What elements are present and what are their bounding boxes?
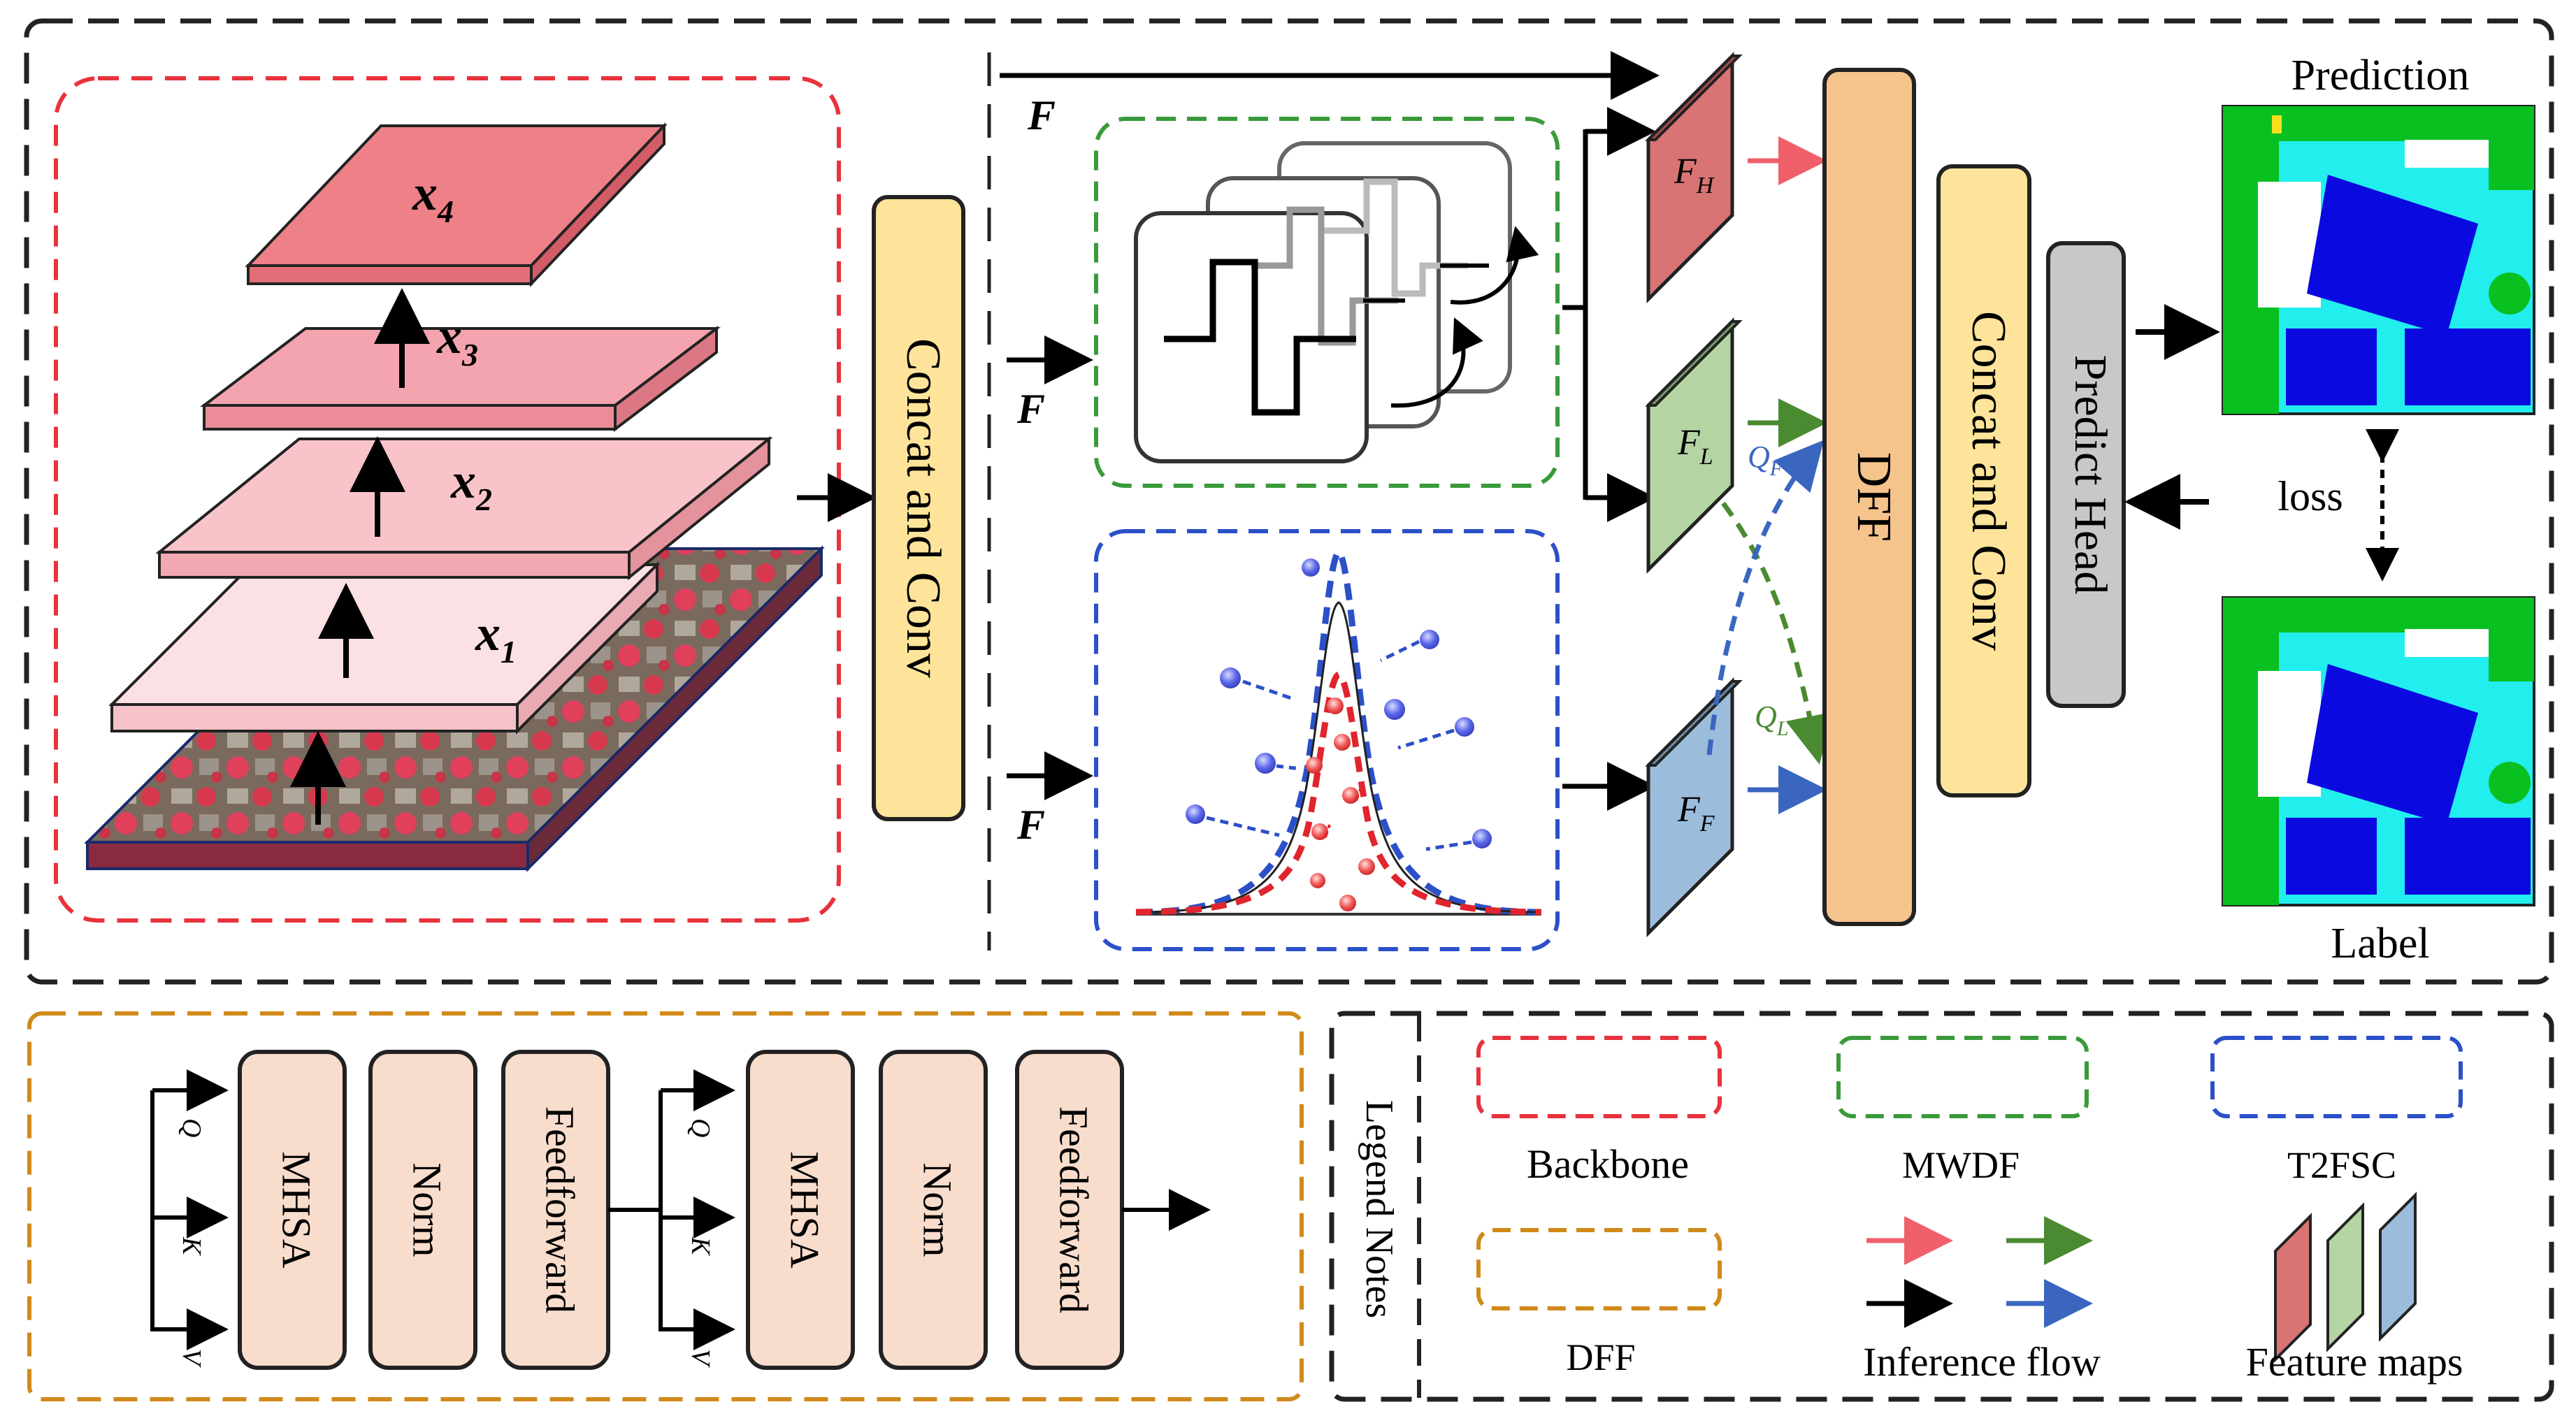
label-map bbox=[2222, 596, 2535, 906]
predict-head-label: Predict Head bbox=[2065, 355, 2116, 595]
mwdf-frame bbox=[1094, 117, 1560, 488]
label-title: Label bbox=[2331, 920, 2429, 967]
legend-title: Legend Notes bbox=[1358, 1100, 1401, 1319]
f-label-top: F bbox=[1027, 92, 1056, 138]
input-v-1: V bbox=[177, 1349, 206, 1368]
legend-inference-flow-label: Inference flow bbox=[1863, 1339, 2101, 1385]
norm-block-2 bbox=[879, 1050, 988, 1370]
transformer-inputs-1 bbox=[150, 1069, 229, 1350]
legend-frame bbox=[1329, 1011, 2554, 1402]
legend-backbone-label: Backbone bbox=[1527, 1141, 1689, 1187]
feature-layer-x4-top bbox=[245, 122, 668, 288]
feature-layer-x1 bbox=[108, 561, 661, 735]
concat-conv-label-1: Concat and Conv bbox=[896, 338, 950, 678]
input-k-1: K bbox=[177, 1236, 206, 1256]
norm-label-2: Norm bbox=[915, 1162, 960, 1257]
legend-dff-swatch bbox=[1476, 1228, 1722, 1310]
transformer-inputs-2 bbox=[659, 1069, 735, 1350]
ql-label: QL bbox=[1755, 700, 1788, 740]
mhsa-block-1 bbox=[238, 1050, 347, 1370]
fh-label: FH bbox=[1674, 152, 1715, 198]
f-label-t2fsc: F bbox=[1016, 802, 1045, 848]
prediction-title: Prediction bbox=[2291, 52, 2470, 99]
legend-feature-maps-label: Feature maps bbox=[2246, 1339, 2463, 1385]
wavelet-stack-icon bbox=[1134, 141, 1539, 463]
legend-t2fsc-swatch bbox=[2210, 1036, 2463, 1118]
mhsa-label-2: MHSA bbox=[782, 1151, 828, 1269]
dashed-arrow-qf bbox=[1706, 440, 1825, 756]
fl-label: FL bbox=[1677, 423, 1713, 470]
layer-label-x2: x2 bbox=[450, 453, 492, 517]
feedforward-label-1: Feedforward bbox=[538, 1106, 583, 1313]
dff-block-label: DFF bbox=[1847, 452, 1901, 542]
ff-label: FF bbox=[1677, 790, 1715, 837]
feature-map-fh-card bbox=[1645, 51, 1743, 304]
legend-feature-maps-icon bbox=[2274, 1192, 2417, 1363]
legend-t2fsc-label: T2FSC bbox=[2287, 1144, 2396, 1186]
norm-block-1 bbox=[368, 1050, 477, 1370]
concat-conv-block-1 bbox=[872, 195, 965, 821]
input-q-1: Q bbox=[177, 1118, 206, 1137]
concat-conv-block-2 bbox=[1936, 164, 2031, 797]
layer-label-x3: x3 bbox=[436, 308, 478, 373]
mhsa-block-2 bbox=[746, 1050, 855, 1370]
norm-label-1: Norm bbox=[405, 1162, 450, 1257]
legend-mwdf-label: MWDF bbox=[1902, 1144, 2020, 1186]
main-pipeline-frame bbox=[24, 18, 2554, 985]
input-v-2: V bbox=[686, 1349, 715, 1368]
loss-label: loss bbox=[2278, 473, 2343, 519]
concat-conv-label-2: Concat and Conv bbox=[1962, 311, 2015, 651]
predict-head-block bbox=[2046, 241, 2126, 708]
mhsa-label-1: MHSA bbox=[274, 1151, 319, 1269]
layer-label-x4-top: x4 bbox=[412, 165, 454, 229]
feedforward-label-2: Feedforward bbox=[1051, 1106, 1097, 1313]
input-q-2: Q bbox=[686, 1118, 715, 1137]
feature-layer-x2 bbox=[155, 435, 773, 581]
layer-label-x1: x1 bbox=[475, 605, 517, 670]
legend-dff-label: DFF bbox=[1566, 1336, 1635, 1378]
prediction-map bbox=[2222, 105, 2535, 415]
legend-mwdf-swatch bbox=[1836, 1036, 2089, 1118]
qf-label: QF bbox=[1748, 440, 1783, 480]
gaussian-distribution-icon bbox=[1135, 548, 1542, 916]
input-k-2: K bbox=[686, 1236, 715, 1256]
dashed-arrow-ql bbox=[1721, 501, 1834, 765]
t2fsc-frame bbox=[1094, 529, 1560, 951]
transformer-detail-frame bbox=[27, 1011, 1304, 1401]
feature-layer-x3 bbox=[200, 325, 721, 433]
legend-backbone-swatch bbox=[1476, 1036, 1722, 1118]
dff-block bbox=[1822, 68, 1916, 926]
feature-map-fl bbox=[1645, 317, 1743, 575]
f-label-mwdf: F bbox=[1016, 386, 1045, 432]
